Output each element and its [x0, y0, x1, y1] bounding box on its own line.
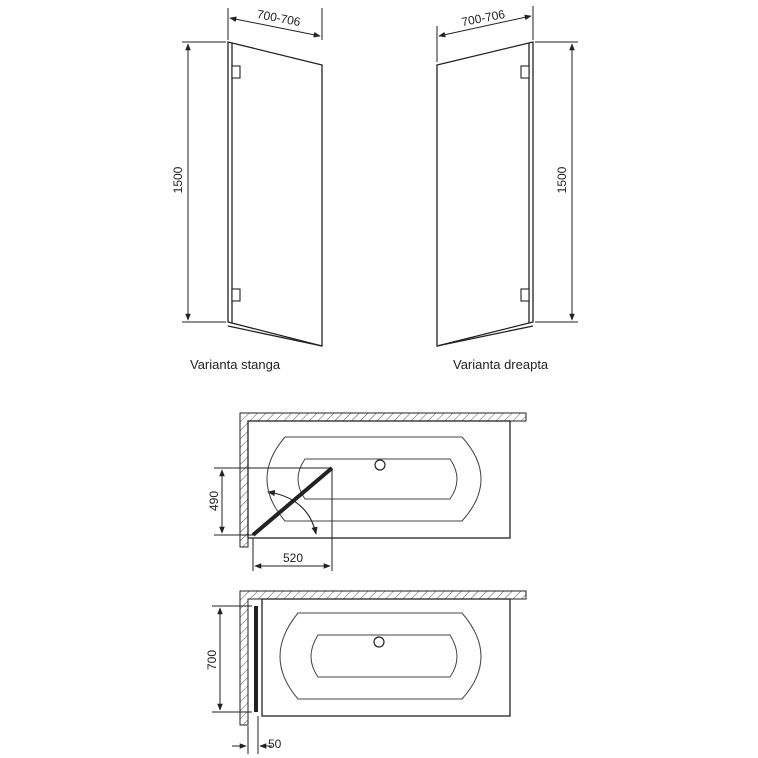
plan-view-open: 490 520: [207, 412, 527, 571]
bathtub-outline: [247, 420, 511, 539]
drain-icon: [374, 459, 386, 471]
width-dimension: [252, 470, 333, 571]
width-label: 520: [283, 551, 303, 565]
offset-dimension: [232, 716, 272, 754]
wall-hatch: [239, 590, 527, 726]
depth-dimension: [212, 605, 252, 713]
glass-panel: [436, 41, 534, 347]
caption: Varianta stanga: [190, 357, 281, 372]
bathtub-basin: [266, 436, 482, 522]
hinge-icon: [520, 65, 530, 302]
width-dimension: [436, 6, 534, 62]
caption: Varianta dreapta: [453, 357, 549, 372]
height-dimension: [182, 41, 226, 323]
bathtub-outline: [261, 598, 511, 717]
wall-hatch: [239, 412, 527, 548]
right-panel-elevation: 700-706 1500 Varianta dreapta: [436, 6, 578, 372]
door-panel: [251, 466, 334, 537]
left-panel-elevation: 700-706 1500 Varianta stanga: [171, 7, 323, 372]
glass-panel: [227, 41, 323, 347]
offset-label: 50: [268, 737, 282, 751]
swing-arrow: [267, 489, 318, 535]
hinge-icon: [231, 65, 241, 302]
height-dimension: [535, 41, 578, 323]
width-label: 700-706: [460, 7, 506, 29]
width-dimension: [227, 8, 323, 40]
width-label: 700-706: [256, 7, 302, 29]
height-label: 1500: [171, 166, 185, 193]
depth-label: 490: [207, 491, 221, 511]
depth-dimension: [214, 467, 332, 536]
drain-icon: [373, 636, 385, 648]
height-label: 1500: [555, 166, 569, 193]
bathtub-basin: [279, 612, 482, 700]
plan-view-closed: 700 50: [205, 590, 527, 754]
depth-label: 700: [205, 650, 219, 670]
